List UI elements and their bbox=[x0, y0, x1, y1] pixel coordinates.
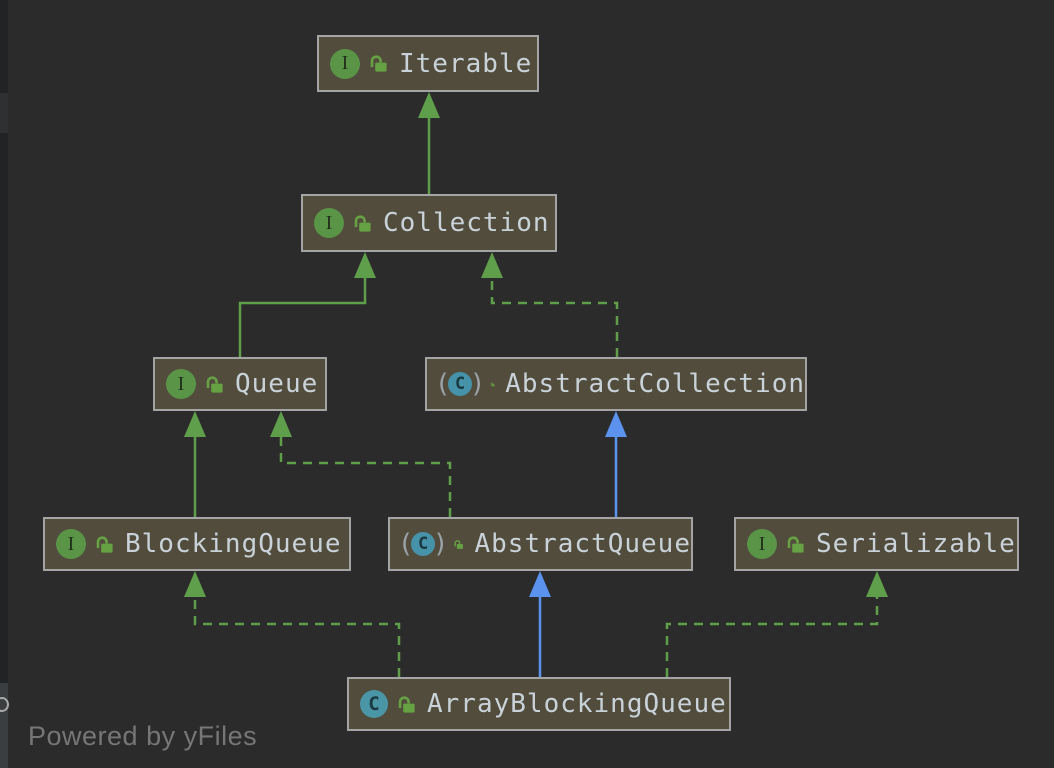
unlocked-icon bbox=[370, 55, 387, 72]
edge-array-blocking-queue-serializable bbox=[665, 571, 888, 677]
arrowhead-extends bbox=[605, 411, 627, 437]
edge-queue-collection bbox=[238, 252, 376, 357]
interface-icon: I bbox=[330, 48, 360, 79]
class-node-label: ArrayBlockingQueue bbox=[427, 689, 727, 719]
class-node-blocking-queue[interactable]: I BlockingQueue bbox=[43, 517, 351, 571]
arrowhead-extends bbox=[184, 411, 206, 437]
arrowhead-implements bbox=[481, 252, 503, 278]
class-node-queue[interactable]: I Queue bbox=[153, 357, 327, 411]
class-node-iterable[interactable]: I Iterable bbox=[317, 35, 539, 92]
interface-icon: I bbox=[747, 529, 777, 559]
arrowhead-extends bbox=[418, 92, 440, 118]
edge-abstract-queue-abstract-collection bbox=[605, 411, 627, 517]
unlocked-icon bbox=[787, 535, 804, 553]
left-scrollbar-thumb[interactable] bbox=[0, 683, 8, 768]
arrowhead-extends bbox=[529, 571, 551, 597]
unlocked-icon bbox=[206, 375, 223, 393]
class-node-serializable[interactable]: I Serializable bbox=[734, 517, 1019, 571]
interface-icon: I bbox=[56, 529, 86, 559]
arrowhead-implements bbox=[184, 571, 206, 597]
class-node-abstract-collection[interactable]: (C) AbstractCollection bbox=[425, 357, 807, 411]
class-node-label: BlockingQueue bbox=[125, 529, 342, 559]
edge-array-blocking-queue-abstract-queue bbox=[529, 571, 551, 677]
abstract-class-icon: (C) bbox=[438, 369, 483, 399]
class-node-label: Collection bbox=[383, 208, 550, 238]
edge-abstract-queue-queue bbox=[270, 411, 452, 517]
unlocked-icon bbox=[398, 695, 415, 713]
arrowhead-implements bbox=[270, 411, 292, 437]
left-panel-edge bbox=[0, 0, 8, 768]
unlocked-icon bbox=[490, 382, 495, 386]
arrowhead-extends bbox=[354, 252, 376, 278]
interface-icon: I bbox=[314, 208, 344, 238]
unlocked-icon bbox=[454, 539, 464, 549]
edge-array-blocking-queue-blocking-queue bbox=[184, 571, 401, 677]
class-node-abstract-queue[interactable]: (C) AbstractQueue bbox=[388, 517, 693, 571]
class-node-array-blocking-queue[interactable]: C ArrayBlockingQueue bbox=[347, 677, 731, 731]
abstract-class-icon: (C) bbox=[401, 529, 446, 559]
edge-blocking-queue-queue bbox=[184, 411, 206, 517]
class-node-label: AbstractQueue bbox=[474, 529, 691, 559]
arrowhead-implements bbox=[866, 571, 888, 597]
class-node-label: Queue bbox=[235, 369, 319, 399]
class-node-label: AbstractCollection bbox=[505, 369, 805, 399]
interface-icon: I bbox=[166, 369, 196, 399]
clipped-glyph bbox=[0, 697, 9, 712]
class-node-label: Serializable bbox=[816, 529, 1016, 559]
unlocked-icon bbox=[96, 535, 113, 553]
left-panel-edge-highlight bbox=[0, 93, 8, 133]
class-node-collection[interactable]: I Collection bbox=[301, 194, 557, 252]
edge-abstract-collection-collection bbox=[481, 252, 619, 357]
class-icon: C bbox=[360, 690, 388, 718]
class-node-label: Iterable bbox=[399, 48, 533, 79]
yfiles-watermark: Powered by yFiles bbox=[28, 721, 258, 751]
edge-collection-iterable bbox=[418, 92, 440, 194]
unlocked-icon bbox=[354, 214, 371, 232]
